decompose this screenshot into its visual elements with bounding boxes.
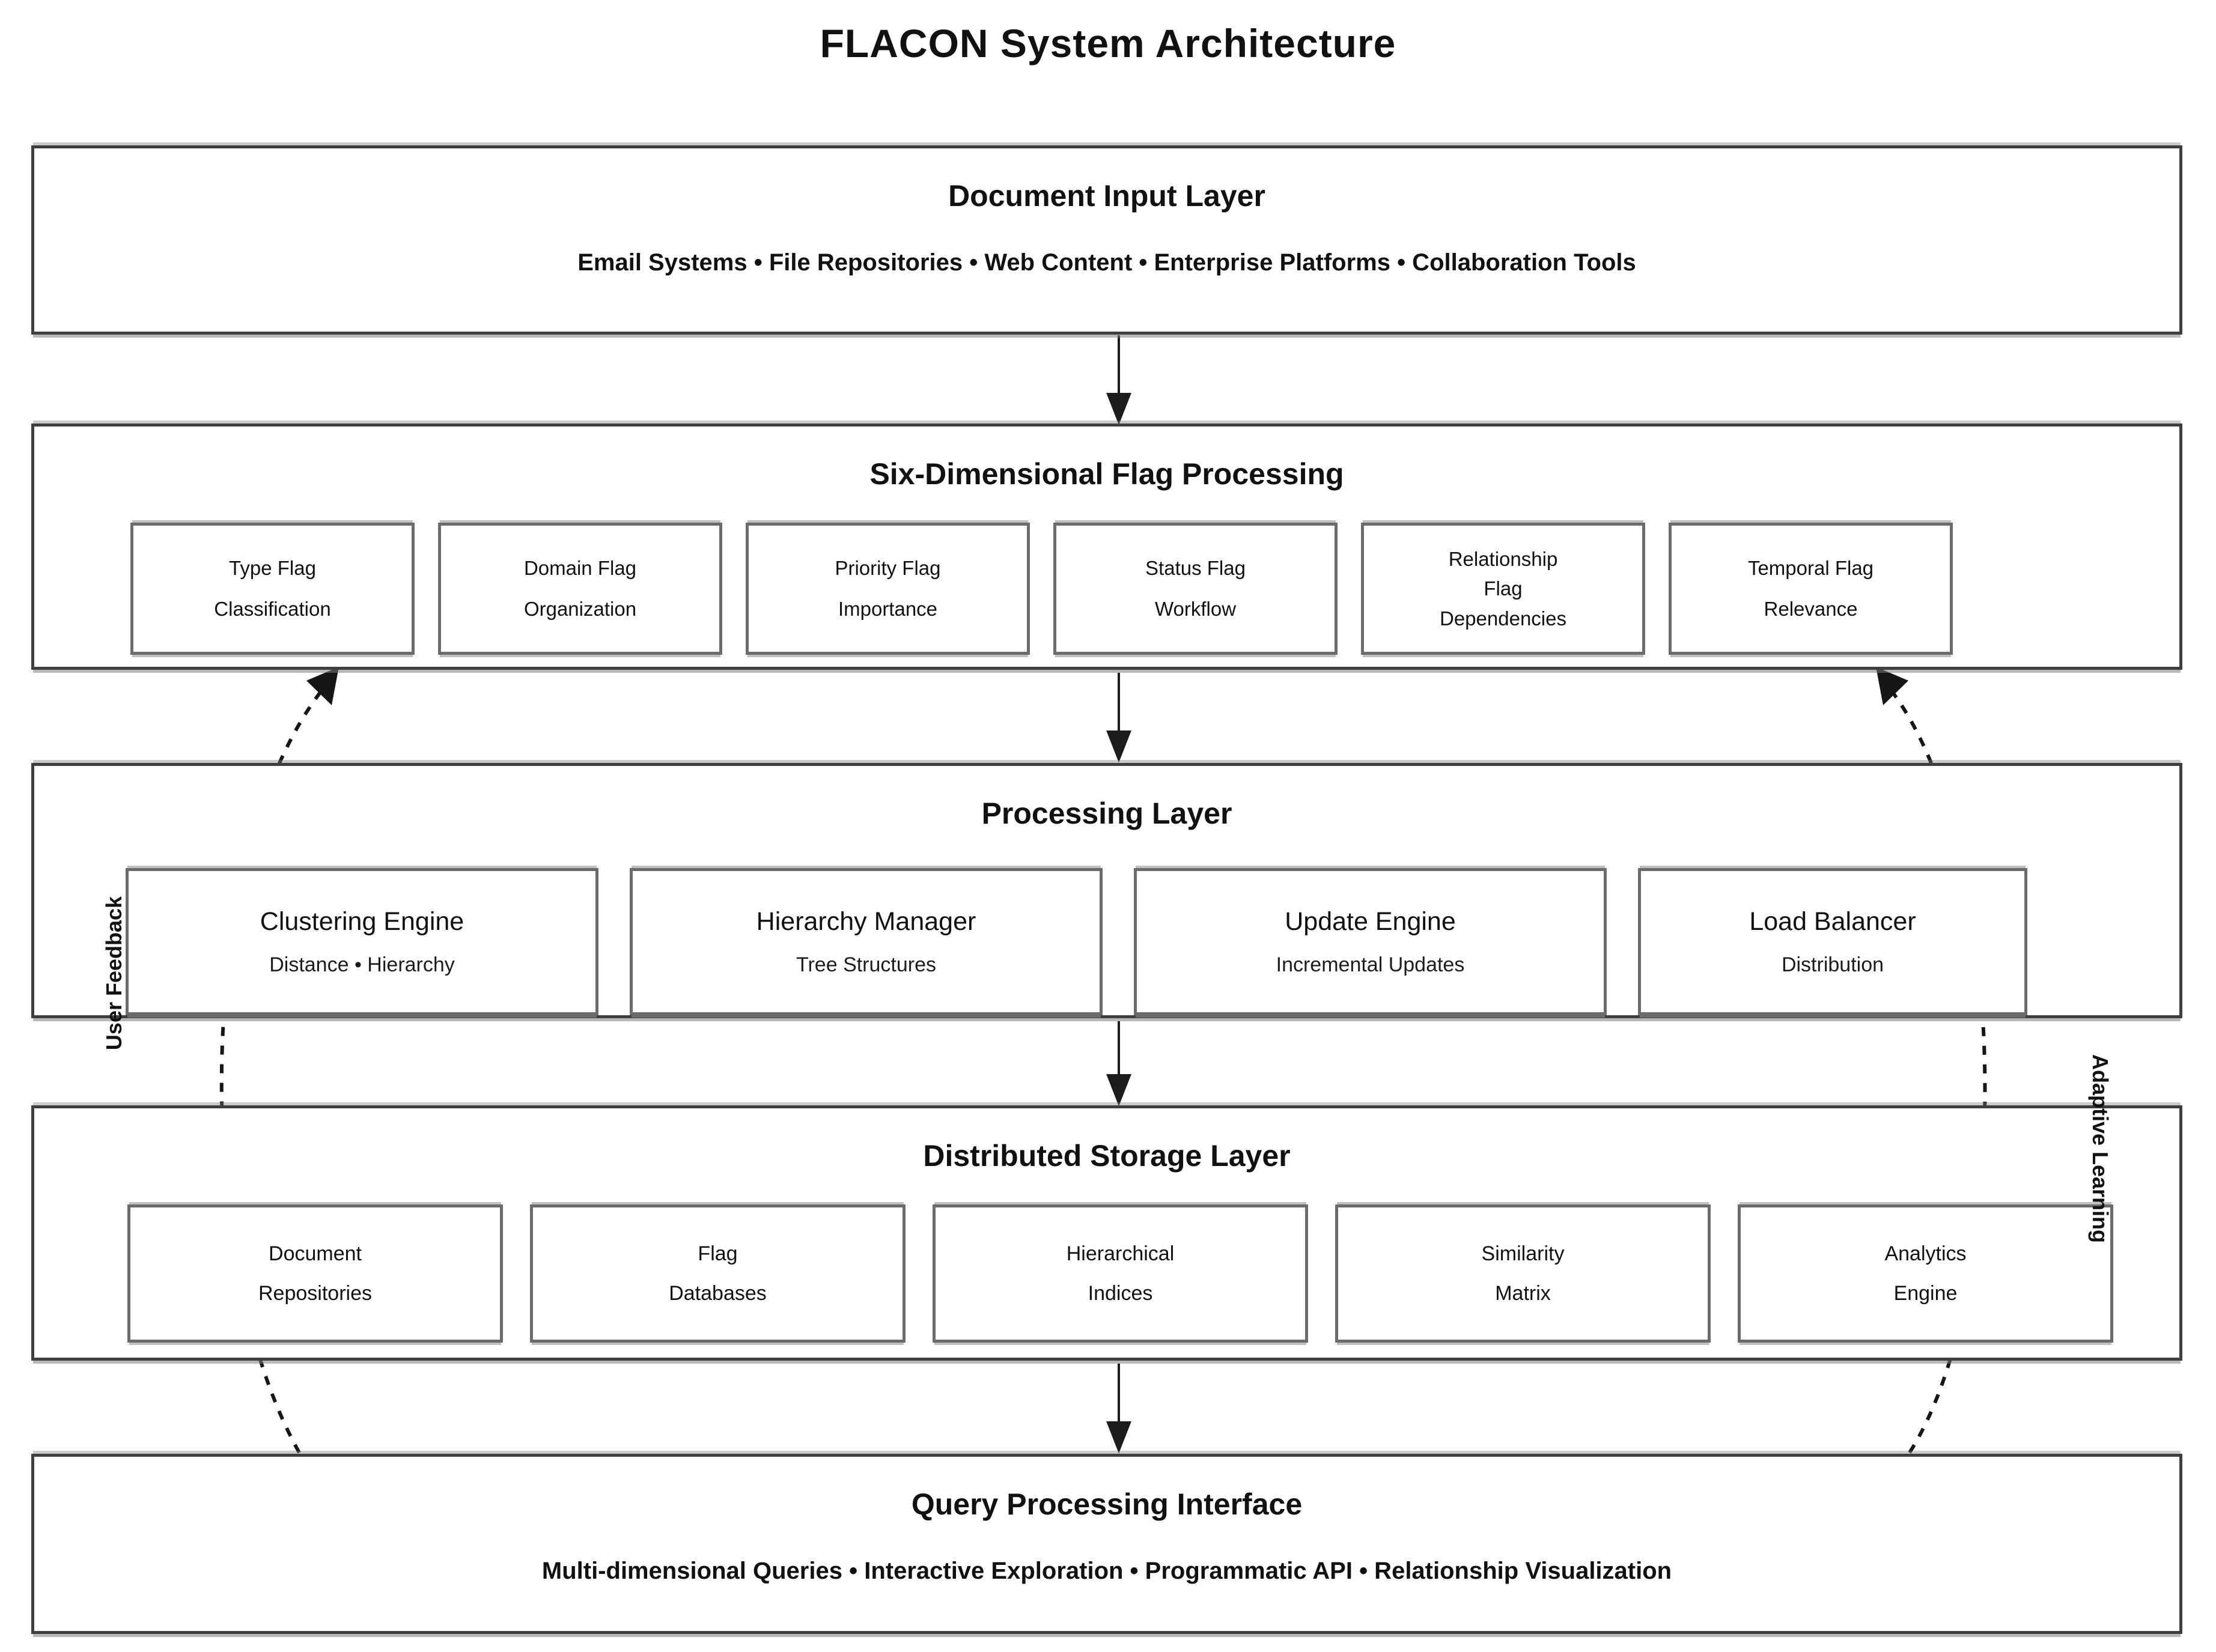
storage-box-line: Similarity <box>1481 1242 1565 1265</box>
layer-subtitle: Multi-dimensional Queries • Interactive … <box>541 1558 1672 1584</box>
storage-box-flag-databases: Flag Databases <box>530 1204 906 1343</box>
storage-box-line: Hierarchical <box>1066 1242 1175 1265</box>
node-subtitle: Incremental Updates <box>1276 953 1465 976</box>
arrowhead-down-icon <box>1106 1421 1131 1454</box>
flag-box-relationship: Relationship Flag Dependencies <box>1361 523 1645 655</box>
flag-box-line: Workflow <box>1154 598 1237 620</box>
feedback-arrowhead-left-icon <box>306 667 339 705</box>
flag-box-line: Importance <box>838 598 938 620</box>
layer-title: Document Input Layer <box>948 179 1265 213</box>
processing-box-update-engine: Update Engine Incremental Updates <box>1134 868 1607 1015</box>
flag-box-line: Domain Flag <box>523 557 637 580</box>
node-subtitle: Tree Structures <box>796 953 937 976</box>
storage-box-similarity-matrix: Similarity Matrix <box>1335 1204 1711 1343</box>
layer-flag-processing: Six-Dimensional Flag Processing Type Fla… <box>31 424 2182 670</box>
flag-box-line: Relevance <box>1764 598 1858 620</box>
flag-box-line: Flag <box>1484 577 1523 600</box>
layer-title: Query Processing Interface <box>911 1487 1303 1521</box>
storage-box-document-repositories: Document Repositories <box>127 1204 503 1343</box>
storage-box-line: Databases <box>669 1282 767 1305</box>
arrowhead-down-icon <box>1106 393 1131 425</box>
flow-arrow-flags-to-processing <box>1106 673 1131 763</box>
adaptive-learning-label: Adaptive Learning <box>2088 1054 2113 1244</box>
flag-box-line: Temporal Flag <box>1747 557 1874 580</box>
storage-box-line: Indices <box>1088 1282 1153 1305</box>
node-title: Load Balancer <box>1749 907 1916 937</box>
storage-box-analytics-engine: Analytics Engine <box>1738 1204 2113 1343</box>
arrowhead-down-icon <box>1106 730 1131 763</box>
flag-box-temporal: Temporal Flag Relevance <box>1669 523 1953 655</box>
flag-box-line: Classification <box>214 598 331 620</box>
flow-arrow-storage-to-query <box>1106 1364 1131 1454</box>
feedback-arrowhead-right-icon <box>1876 667 1908 705</box>
flag-box-line: Priority Flag <box>835 557 941 580</box>
storage-box-hierarchical-indices: Hierarchical Indices <box>933 1204 1308 1343</box>
flow-arrow-processing-to-storage <box>1106 1021 1131 1107</box>
layer-distributed-storage: Distributed Storage Layer Document Repos… <box>31 1105 2182 1361</box>
layer-processing: Processing Layer Clustering Engine Dista… <box>31 763 2182 1018</box>
flag-box-line: Organization <box>523 598 637 620</box>
flag-box-domain: Domain Flag Organization <box>438 523 722 655</box>
node-title: Update Engine <box>1285 907 1456 937</box>
storage-box-line: Analytics <box>1884 1242 1967 1265</box>
processing-box-clustering-engine: Clustering Engine Distance • Hierarchy <box>126 868 598 1015</box>
flag-box-priority: Priority Flag Importance <box>746 523 1030 655</box>
flag-box-status: Status Flag Workflow <box>1053 523 1338 655</box>
layer-title: Six-Dimensional Flag Processing <box>869 457 1344 491</box>
storage-box-line: Matrix <box>1495 1282 1551 1305</box>
processing-box-hierarchy-manager: Hierarchy Manager Tree Structures <box>630 868 1103 1015</box>
storage-box-line: Flag <box>698 1242 738 1265</box>
node-title: Clustering Engine <box>260 907 464 937</box>
layer-title: Distributed Storage Layer <box>923 1139 1291 1173</box>
layer-title: Processing Layer <box>981 797 1232 830</box>
layer-query-interface: Query Processing Interface Multi-dimensi… <box>31 1454 2182 1634</box>
node-subtitle: Distribution <box>1781 953 1884 976</box>
node-title: Hierarchy Manager <box>756 907 976 937</box>
storage-box-line: Engine <box>1893 1282 1958 1305</box>
flow-arrow-input-to-flags <box>1106 335 1131 425</box>
layer-subtitle: Email Systems • File Repositories • Web … <box>577 249 1636 276</box>
flag-box-line: Type Flag <box>229 557 316 580</box>
flag-box-line: Relationship <box>1448 547 1558 570</box>
flag-box-line: Status Flag <box>1145 557 1246 580</box>
flag-box-line: Dependencies <box>1440 607 1566 630</box>
flag-box-type: Type Flag Classification <box>130 523 415 655</box>
user-feedback-label: User Feedback <box>102 896 126 1051</box>
processing-box-load-balancer: Load Balancer Distribution <box>1638 868 2027 1015</box>
arrowhead-down-icon <box>1106 1074 1131 1107</box>
storage-box-line: Repositories <box>258 1282 372 1305</box>
diagram-title: FLACON System Architecture <box>820 21 1396 65</box>
layer-document-input: Document Input Layer Email Systems • Fil… <box>31 145 2182 335</box>
storage-box-line: Document <box>269 1242 362 1265</box>
node-subtitle: Distance • Hierarchy <box>269 953 455 976</box>
